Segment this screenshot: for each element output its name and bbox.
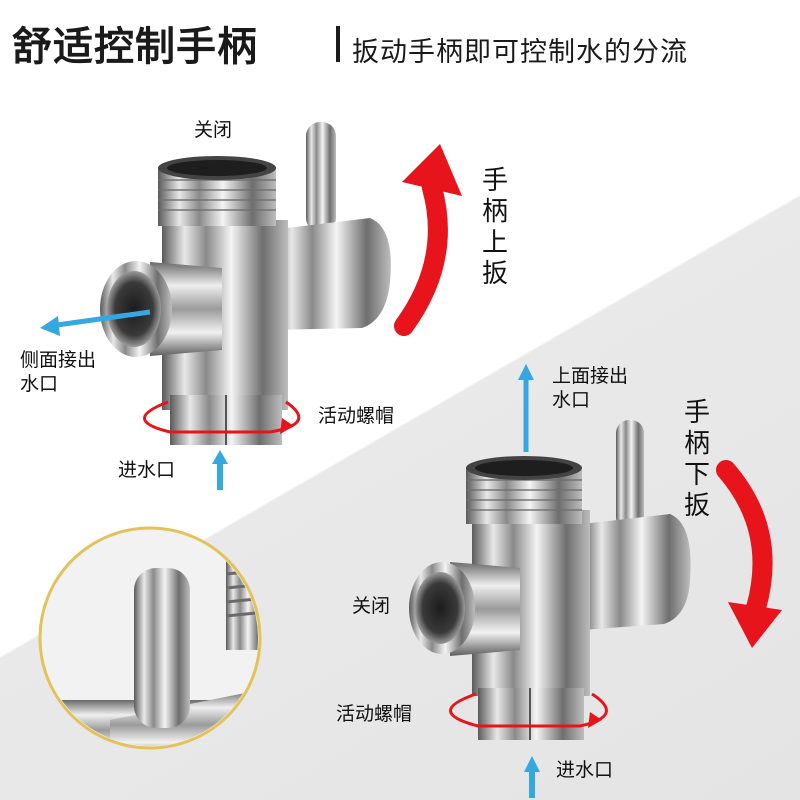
title-divider [336,26,340,62]
detail-handle-lever [134,568,190,728]
valve-bottom-closed-label: 关闭 [352,595,391,617]
valve-bottom-handle [616,420,644,530]
valve-bottom-inlet-label: 进水口 [556,759,614,781]
valve-top-barrel [270,218,391,330]
valve-bottom-handle-label: 手柄下扳 [683,398,710,521]
valve-top-handle [306,122,336,232]
nut-rotation-arrow [143,400,301,434]
header-banner: 舒适控制手柄 扳动手柄即可控制水的分流 [0,0,800,80]
valve-bottom-barrel [582,514,691,630]
valve-top-closed-label: 关闭 [194,119,233,141]
page-subtitle: 扳动手柄即可控制水的分流 [352,37,688,68]
handle-detail-inset [38,526,262,750]
valve-bottom-arrows [449,364,782,798]
valve-top [100,122,391,445]
valve-top-inlet-label: 进水口 [118,459,176,481]
valve-bottom-top-outlet-label: 上面接出水口 [552,365,629,411]
nut-rotation-arrow-bottom [449,692,608,728]
handle-down-arrow [716,460,773,618]
valve-top-nut-label: 活动螺帽 [318,405,395,427]
side-outlet-arrow [49,309,151,329]
handle-up-arrow [394,178,448,336]
valve-bottom [409,420,691,740]
valve-top-side-outlet-label: 侧面接出水口 [20,349,97,395]
valve-top-arrows [40,144,462,490]
page-title: 舒适控制手柄 [12,24,258,70]
valve-top-handle-label: 手柄上扳 [481,166,508,289]
valve-bottom-nut-label: 活动螺帽 [336,703,413,725]
